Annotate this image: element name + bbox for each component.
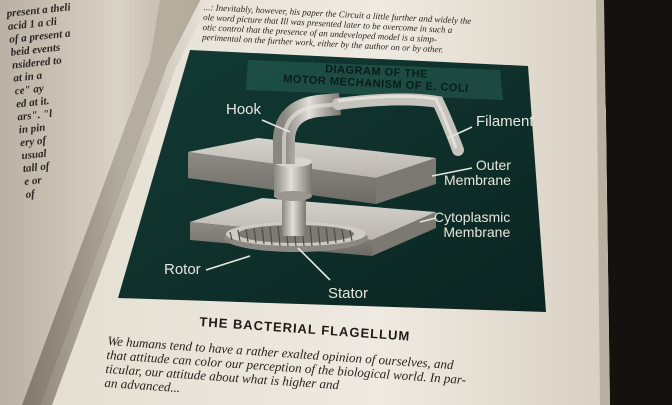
hook-label: Hook: [226, 102, 261, 117]
rotor-label: Rotor: [164, 262, 201, 277]
filament-label: Filament: [476, 114, 534, 129]
outer-membrane-label: Outer Membrane: [444, 158, 511, 188]
cytoplasmic-membrane-label: Cytoplasmic Membrane: [434, 210, 510, 240]
stator-label: Stator: [328, 286, 368, 301]
